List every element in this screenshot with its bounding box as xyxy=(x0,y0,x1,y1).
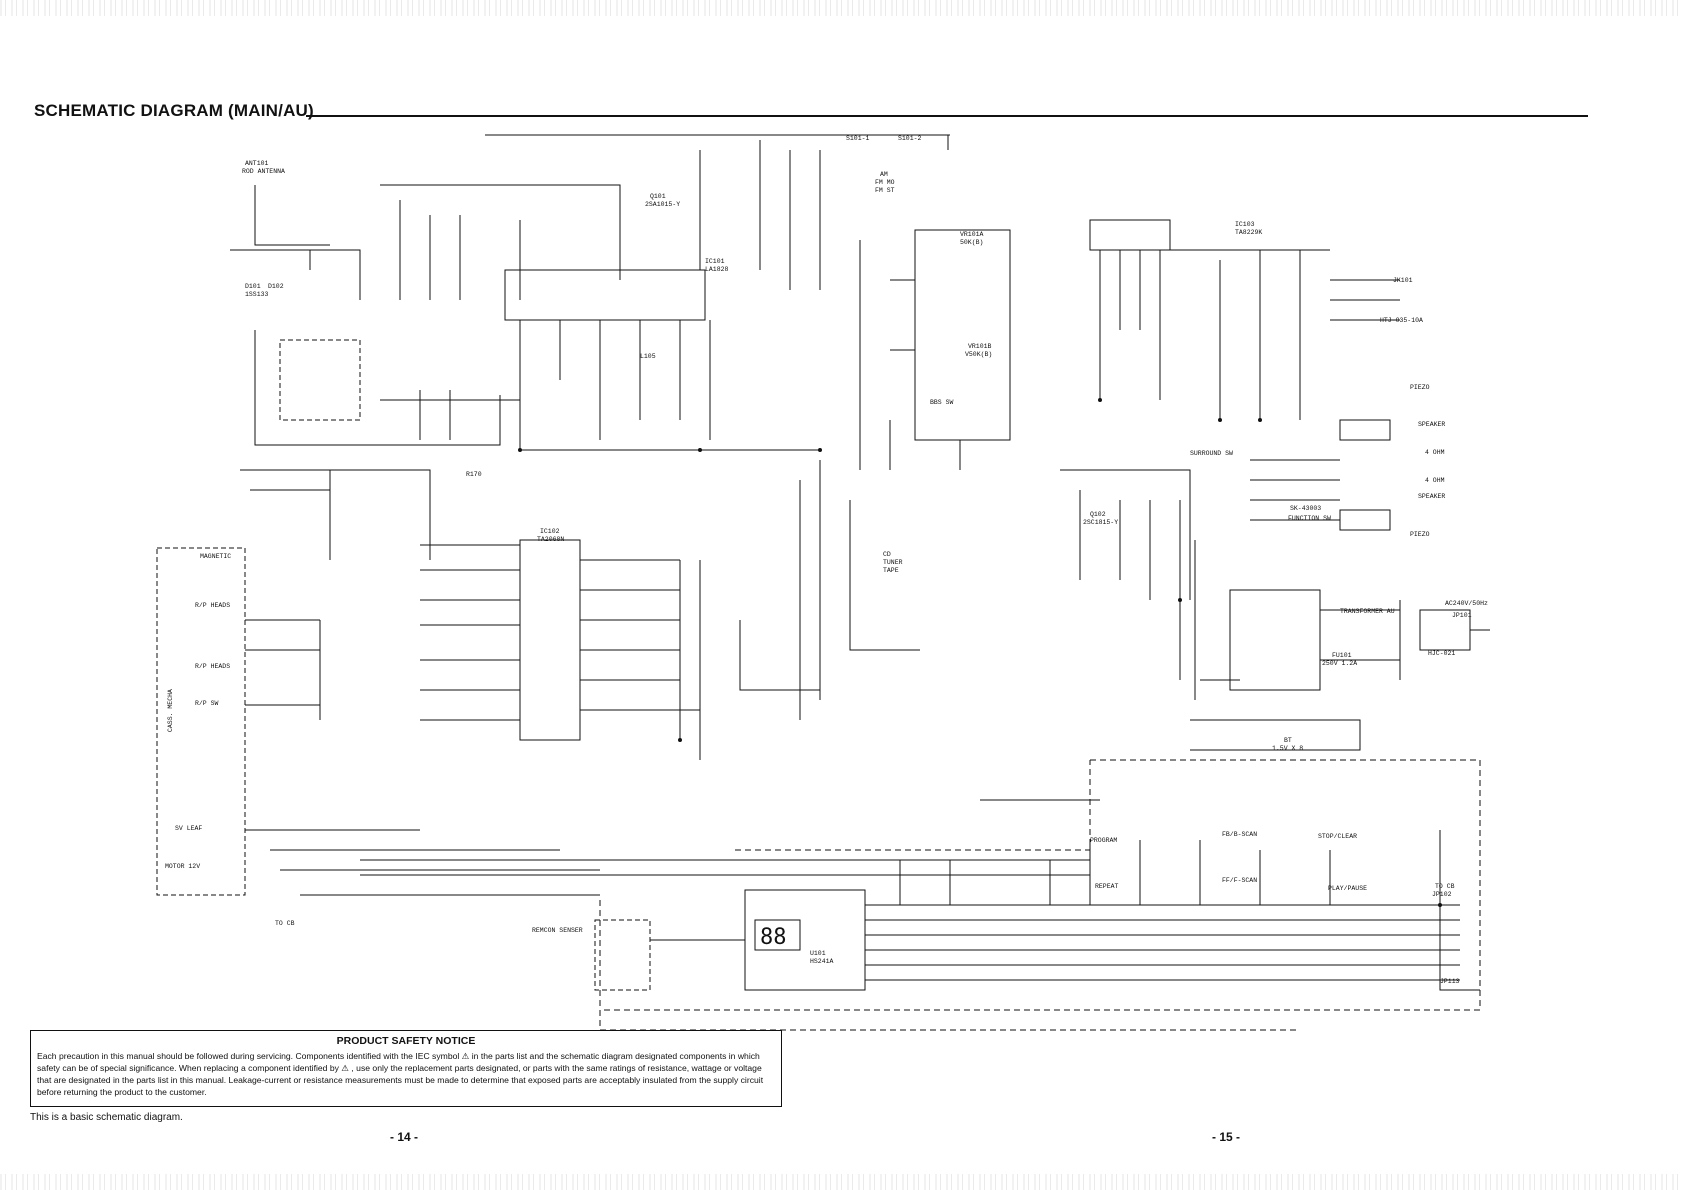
label-vr101b-val: V50K(B) xyxy=(965,351,992,358)
label-ic103: IC103 xyxy=(1235,221,1255,228)
label-rod: ROD ANTENNA xyxy=(242,168,285,175)
label-vr101-val: 50K(B) xyxy=(960,239,983,246)
label-q102: Q102 xyxy=(1090,511,1106,518)
label-stop: STOP/CLEAR xyxy=(1318,833,1357,840)
label-l105: L105 xyxy=(640,353,656,360)
footnote: This is a basic schematic diagram. xyxy=(30,1112,183,1123)
label-ic103-part: TA8229K xyxy=(1235,229,1262,236)
label-rp-sw: R/P SW xyxy=(195,700,219,707)
label-motor: MOTOR 12V xyxy=(165,863,200,870)
scan-noise-bottom xyxy=(0,1174,1682,1190)
label-magnetic: MAGNETIC xyxy=(200,553,231,560)
label-bt-val: 1.5V X 8 xyxy=(1272,745,1303,752)
label-sk: SK-43003 xyxy=(1290,505,1321,512)
ic102-box xyxy=(519,539,581,741)
label-r170: R170 xyxy=(466,471,482,478)
transformer-box xyxy=(1419,609,1471,651)
label-q101-part: 2SA1015-Y xyxy=(645,201,680,208)
label-jp102: JP102 xyxy=(1432,891,1452,898)
label-fuse: FU101 xyxy=(1332,652,1352,659)
label-jk101: JK101 xyxy=(1393,277,1413,284)
label-playpause: PLAY/PAUSE xyxy=(1328,885,1367,892)
label-cd: CD xyxy=(883,551,891,558)
product-safety-notice: PRODUCT SAFETY NOTICE Each precaution in… xyxy=(30,1030,782,1107)
label-tape: TAPE xyxy=(883,567,899,574)
label-jp113: JP113 xyxy=(1440,978,1460,985)
label-ac: AC240V/50Hz xyxy=(1445,600,1488,607)
label-ohm-r: 4 OHM xyxy=(1425,449,1445,456)
label-program: PROGRAM xyxy=(1090,837,1117,844)
label-rp-heads-2: R/P HEADS xyxy=(195,663,230,670)
label-to-cb: TO CB xyxy=(275,920,295,927)
label-ic102-part: TA2068N xyxy=(537,536,564,543)
label-sv-leaf: SV LEAF xyxy=(175,825,202,832)
lcd-digits: 88 xyxy=(760,925,787,950)
title-rule xyxy=(306,115,1588,117)
label-d102: D102 xyxy=(268,283,284,290)
label-vr101: VR101A xyxy=(960,231,984,238)
page-number-left: - 14 - xyxy=(390,1130,419,1144)
label-repeat: REPEAT xyxy=(1095,883,1119,890)
label-fm-mo: FM MO xyxy=(875,179,895,186)
scan-noise-top xyxy=(0,0,1682,16)
label-piezo-1: PIEZO xyxy=(1410,384,1430,391)
label-d101: D101 xyxy=(245,283,261,290)
label-d101-part: 1SS133 xyxy=(245,291,269,298)
label-fbscan: FB/B-SCAN xyxy=(1222,831,1257,838)
lcd-digits-box xyxy=(754,919,801,951)
label-s101-2: S101-2 xyxy=(898,135,922,142)
label-jp101: JP101 xyxy=(1452,612,1472,619)
label-bass: BBS SW xyxy=(930,399,954,406)
page-title: SCHEMATIC DIAGRAM (MAIN/AU) xyxy=(34,101,314,120)
label-tuner: TUNER xyxy=(883,559,903,566)
ic103-box xyxy=(1089,219,1171,251)
label-fm-st: FM ST xyxy=(875,187,895,194)
label-am: AM xyxy=(880,171,888,178)
label-q102-part: 2SC1815-Y xyxy=(1083,519,1118,526)
label-ant: ANT101 xyxy=(245,160,269,167)
label-ic101: IC101 xyxy=(705,258,725,265)
label-surround: SURROUND SW xyxy=(1190,450,1233,457)
label-s101: S101-1 xyxy=(846,135,870,142)
label-remcon: REMCON SENSER xyxy=(532,927,583,934)
label-lcd-part: HS241A xyxy=(810,958,834,965)
notice-title: PRODUCT SAFETY NOTICE xyxy=(336,1035,476,1047)
label-hjc: HJC-021 xyxy=(1428,650,1455,657)
label-jk-part: HTJ-035-10A xyxy=(1380,317,1423,324)
label-rp-heads-1: R/P HEADS xyxy=(195,602,230,609)
ic101-box xyxy=(504,269,706,321)
label-ohm-l: 4 OHM xyxy=(1425,477,1445,484)
notice-body: Each precaution in this manual should be… xyxy=(37,1051,764,1097)
label-speaker-r: SPEAKER xyxy=(1418,421,1445,428)
label-to-cb2: TO CB xyxy=(1435,883,1455,890)
label-function: FUNCTION SW xyxy=(1288,515,1331,522)
label-speaker-l: SPEAKER xyxy=(1418,493,1445,500)
label-fuse-val: 250V 1.2A xyxy=(1322,660,1357,667)
label-u101: U101 xyxy=(810,950,826,957)
label-piezo-2: PIEZO xyxy=(1410,531,1430,538)
label-ic101-part: LA1828 xyxy=(705,266,729,273)
label-q101: Q101 xyxy=(650,193,666,200)
label-vr101b: VR101B xyxy=(968,343,992,350)
label-cass-mecha: CASS. MECHA xyxy=(167,689,174,732)
page-number-right: - 15 - xyxy=(1212,1130,1241,1144)
label-transformer: TRANSFORMER AU xyxy=(1340,608,1395,615)
label-bt: BT xyxy=(1284,737,1292,744)
label-ffscan: FF/F-SCAN xyxy=(1222,877,1257,884)
label-ic102: IC102 xyxy=(540,528,560,535)
